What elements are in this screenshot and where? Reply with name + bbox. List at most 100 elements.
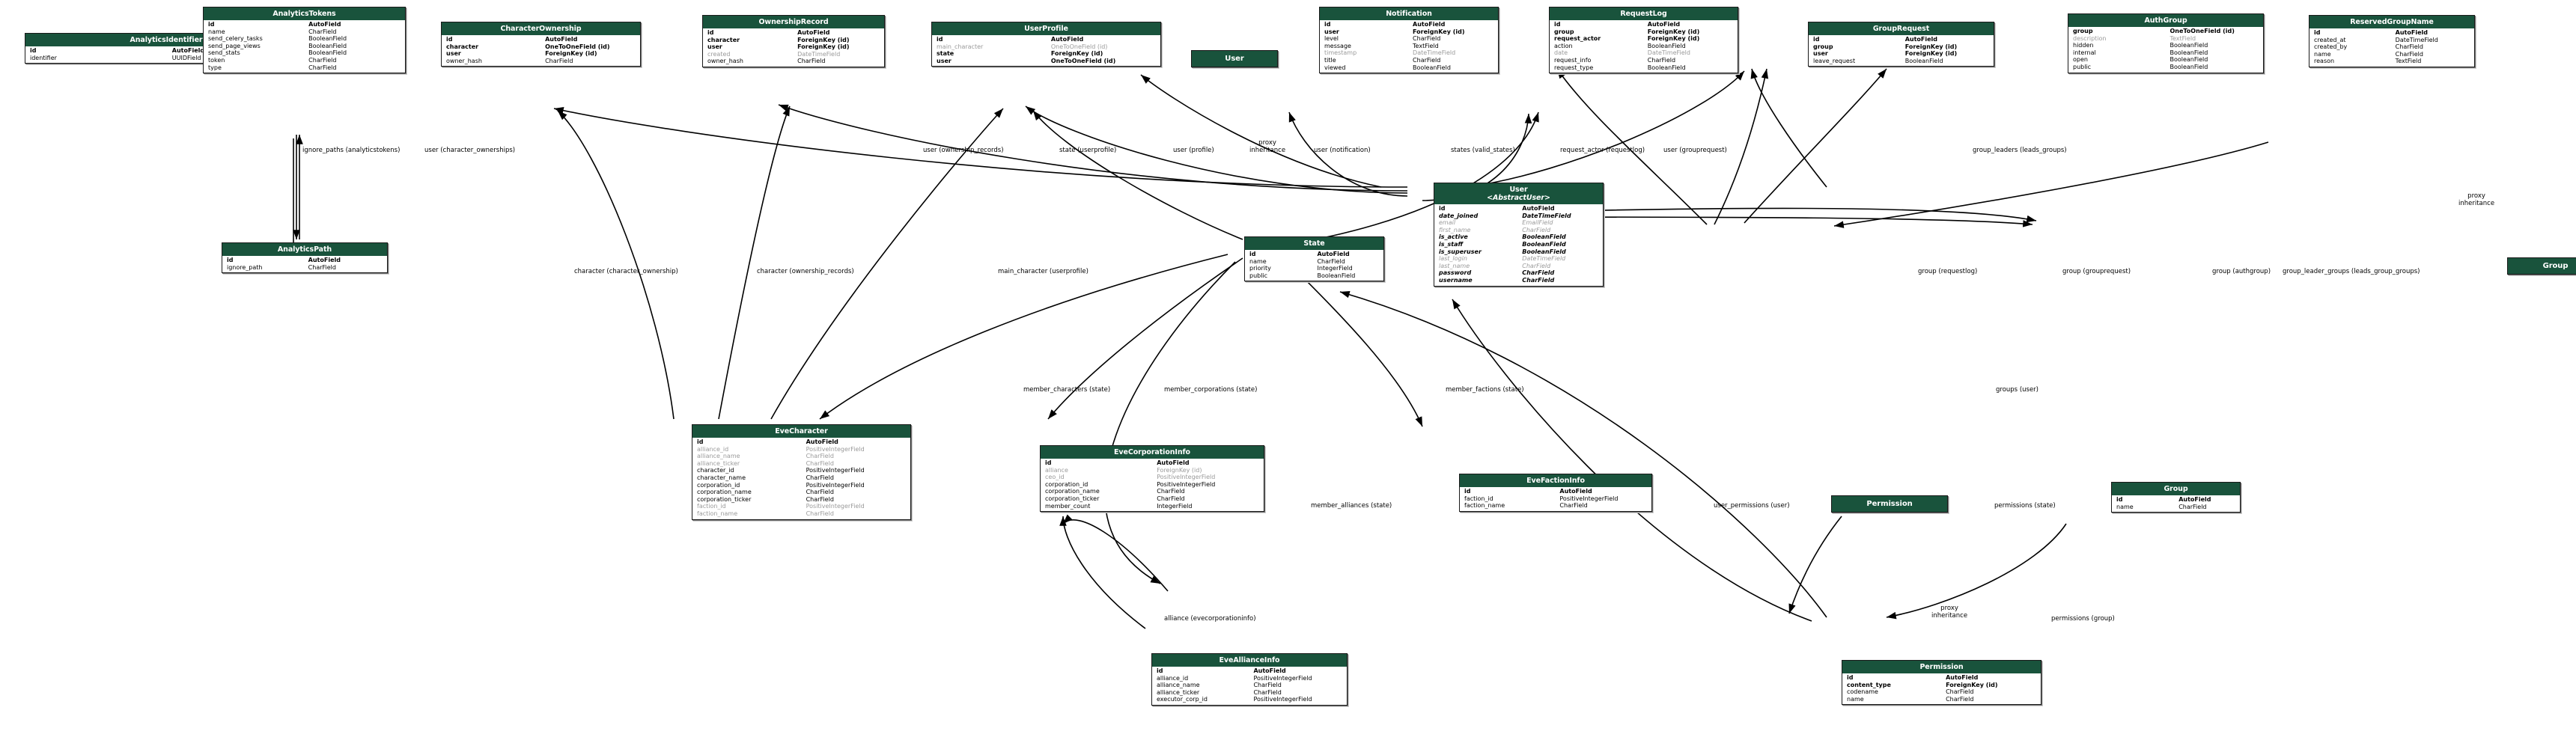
field-name: name xyxy=(1847,695,1864,703)
field-name: name xyxy=(208,28,225,35)
entity-user_plain[interactable]: User xyxy=(1191,50,1278,67)
field-type: IntegerField xyxy=(1157,502,1193,510)
field-name: character_name xyxy=(697,474,746,481)
entity-title-permission_plain: Permission xyxy=(1832,496,1947,512)
field-type: BooleanField xyxy=(1522,240,1566,248)
field-type: ForeignKey (id) xyxy=(1647,28,1700,35)
field-type: CharField xyxy=(1522,269,1555,277)
edge-label-l3: user (ownership_records) xyxy=(923,147,1004,154)
field-type: EmailField xyxy=(1522,219,1553,227)
field-name: id xyxy=(1324,21,1331,28)
entity-title-requestlog: RequestLog xyxy=(1550,7,1738,20)
field-name: name xyxy=(2116,503,2134,510)
field-name: hidden xyxy=(2073,42,2094,49)
field-name: created xyxy=(707,50,731,58)
field-type: CharField xyxy=(2395,50,2423,58)
entity-name: EveFactionInfo xyxy=(1526,477,1585,485)
edge-label-l27: alliance (evecorporationinfo) xyxy=(1164,615,1256,623)
field-name: group xyxy=(1813,43,1833,50)
entity-permission_plain[interactable]: Permission xyxy=(1831,495,1948,513)
field-name: member_count xyxy=(1045,502,1091,510)
field-name: ignore_path xyxy=(227,263,263,271)
field-name: executor_corp_id xyxy=(1157,696,1208,703)
field-name: leave_request xyxy=(1813,57,1856,64)
field-type: CharField xyxy=(806,474,834,481)
field-name: main_character xyxy=(937,43,984,50)
edge-label-l20: member_characters (state) xyxy=(1023,386,1111,394)
field-type: AutoField xyxy=(797,29,830,36)
field-type: CharField xyxy=(308,56,337,64)
field-type: ForeignKey (id) xyxy=(1647,35,1700,43)
field-name: character xyxy=(707,36,740,43)
field-type: BooleanField xyxy=(2169,49,2208,56)
entity-group_plain[interactable]: Group xyxy=(2507,257,2576,275)
field-name: priority xyxy=(1249,265,1271,272)
field-name: created_by xyxy=(2314,43,2348,51)
field-name: faction_name xyxy=(697,510,738,517)
entity-name: UserProfile xyxy=(1024,25,1068,33)
field-type: AutoField xyxy=(1253,667,1286,674)
field-name: last_name xyxy=(1439,262,1470,269)
field-type: OneToOneField (id) xyxy=(1050,43,1108,50)
field-name: character xyxy=(446,43,479,50)
field-type: AutoField xyxy=(1647,21,1681,28)
field-type: BooleanField xyxy=(1647,64,1686,71)
entity-title-user_plain: User xyxy=(1192,51,1277,67)
field-name: faction_id xyxy=(697,503,726,510)
edge-label-l1: ignore_paths (analyticstokens) xyxy=(302,147,401,154)
field-type: BooleanField xyxy=(1904,57,1943,64)
field-name: password xyxy=(1439,269,1472,277)
field-name: alliance_ticker xyxy=(697,459,740,467)
entity-title-ownershiprecord: OwnershipRecord xyxy=(703,16,884,28)
field-name: corporation_ticker xyxy=(1045,495,1100,502)
field-name: date xyxy=(1554,49,1568,57)
field-name: state xyxy=(937,50,954,58)
edge-label-l29: permissions (group) xyxy=(2051,615,2115,623)
field-row: character_name CharField xyxy=(692,474,910,482)
field-name: alliance xyxy=(1045,466,1068,474)
field-type: CharField xyxy=(308,28,337,35)
entity-stereotype: <AbstractUser> xyxy=(1487,194,1550,202)
field-name: is_active xyxy=(1439,233,1468,241)
